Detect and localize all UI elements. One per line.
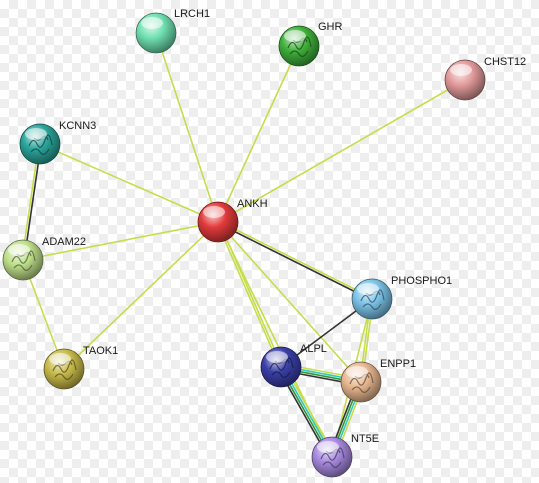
node-label-enpp1: ENPP1 [380, 358, 416, 370]
node-nt5e-highlight [317, 441, 339, 453]
node-label-ankh: ANKH [237, 198, 268, 210]
edge-ankh-chst12[interactable] [217, 79, 466, 223]
node-label-kcnn3: KCNN3 [59, 120, 96, 132]
node-phospho1[interactable]: PHOSPHO1 [351, 275, 452, 320]
node-enpp1-highlight [346, 366, 368, 378]
node-label-adam22: ADAM22 [42, 236, 86, 248]
node-phospho1-highlight [357, 283, 379, 295]
edge-ankh-ghr[interactable] [217, 45, 300, 223]
node-lrch1[interactable]: LRCH1 [135, 8, 210, 54]
node-label-phospho1: PHOSPHO1 [391, 275, 452, 287]
node-label-taok1: TAOK1 [83, 345, 118, 357]
edge-ankh-taok1[interactable] [63, 221, 219, 370]
node-nt5e[interactable]: NT5E [311, 433, 379, 478]
node-kcnn3[interactable]: KCNN3 [19, 120, 96, 165]
node-alpl-highlight [266, 351, 288, 363]
node-label-nt5e: NT5E [351, 433, 379, 445]
node-label-alpl: ALPL [300, 343, 327, 355]
node-ghr-highlight [284, 30, 306, 42]
node-label-chst12: CHST12 [484, 56, 526, 68]
edge-ankh-adam22[interactable] [22, 221, 219, 261]
edge-ankh-phospho1[interactable] [216, 220, 374, 301]
node-alpl[interactable]: ALPL [260, 343, 327, 388]
node-adam22[interactable]: ADAM22 [2, 236, 86, 281]
edge-ankh-kcnn3[interactable] [39, 143, 219, 223]
node-lrch1-highlight [141, 17, 163, 29]
node-kcnn3-highlight [25, 128, 47, 140]
node-chst12[interactable]: CHST12 [444, 56, 526, 101]
node-label-lrch1: LRCH1 [174, 8, 210, 20]
node-taok1[interactable]: TAOK1 [43, 345, 118, 390]
node-taok1-highlight [49, 353, 71, 365]
edge-ankh-enpp1[interactable] [217, 221, 362, 383]
node-ghr[interactable]: GHR [278, 21, 343, 67]
node-adam22-highlight [8, 244, 30, 256]
node-chst12-highlight [450, 64, 472, 76]
node-label-ghr: GHR [318, 21, 343, 33]
node-ankh[interactable]: ANKH [197, 198, 268, 243]
edges-layer [21, 32, 466, 460]
edge-ankh-lrch1[interactable] [155, 32, 219, 223]
node-ankh-highlight [203, 206, 225, 218]
node-enpp1[interactable]: ENPP1 [340, 358, 416, 403]
edge-ankh-alpl[interactable] [216, 220, 283, 369]
